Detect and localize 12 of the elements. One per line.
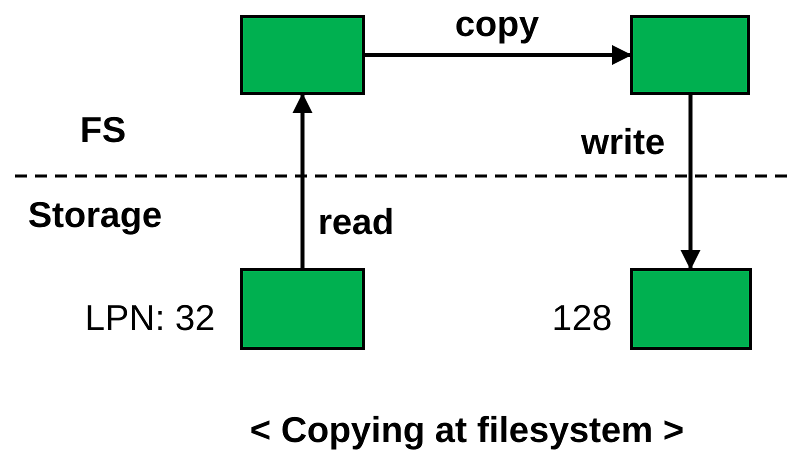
block-box — [630, 268, 752, 350]
block-label: 128 — [552, 300, 612, 336]
arrow — [680, 95, 700, 270]
layer-label: FS — [80, 112, 126, 148]
arrow — [365, 45, 632, 65]
block-box — [240, 268, 365, 350]
arrow — [292, 93, 312, 268]
caption: < Copying at filesystem > — [250, 412, 684, 448]
block-box — [630, 15, 750, 95]
layer-label: Storage — [28, 197, 162, 233]
block-box — [240, 15, 365, 95]
block-label: LPN: 32 — [84, 300, 215, 336]
